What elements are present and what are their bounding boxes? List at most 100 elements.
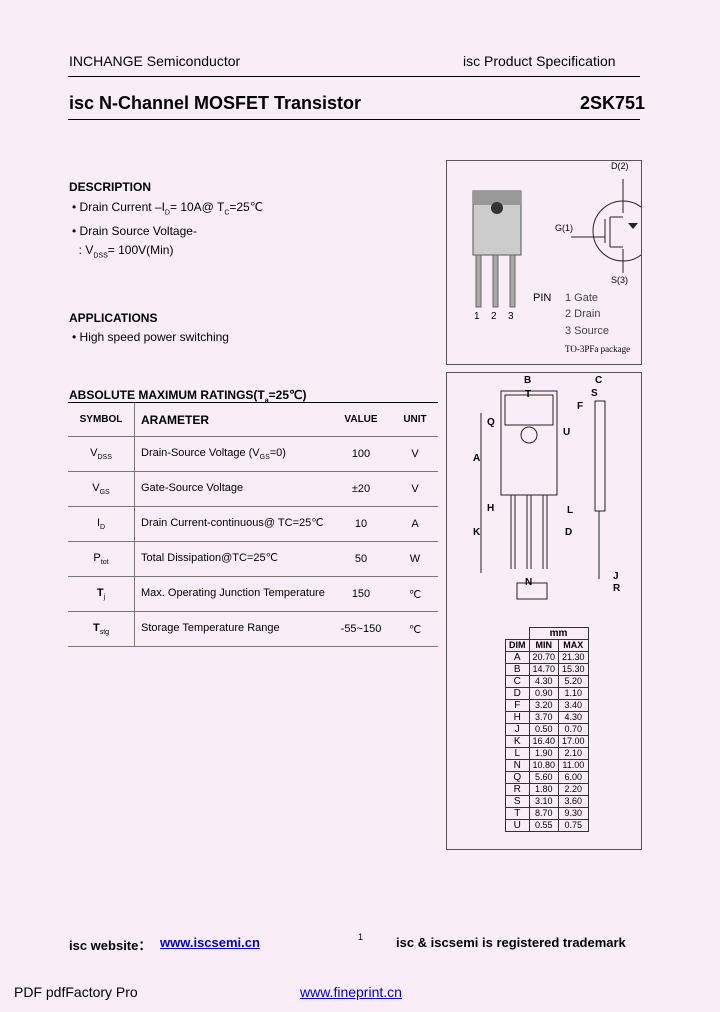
dim-cell: 3.40 xyxy=(558,699,589,712)
unit-cell: V xyxy=(392,471,438,507)
dim-cell: 1.90 xyxy=(528,747,560,760)
description-list: • Drain Current –ID= 10A@ TC=25℃ • Drain… xyxy=(72,200,264,260)
symbol-cell: Tj xyxy=(68,576,135,612)
dim-cell: 5.20 xyxy=(558,675,589,688)
dim-cell: N xyxy=(505,759,530,772)
dim-cell: 0.55 xyxy=(528,819,560,832)
ratings-heading: ABSOLUTE MAXIMUM RATINGS(Ta=25℃) xyxy=(69,388,307,405)
dim-cell: 3.10 xyxy=(528,795,560,808)
pinout-box: 1 2 3 D(2) G(1) S(3) PIN 1 Gate 2 Drain … xyxy=(446,160,654,365)
parameter-cell: Total Dissipation@TC=25℃ xyxy=(134,541,330,577)
table-row: Tstg Storage Temperature Range -55~150℃ xyxy=(68,611,438,647)
dim-cell: 4.30 xyxy=(528,675,560,688)
dim-cell: B xyxy=(505,663,530,676)
pdf-factory-label: PDF pdfFactory Pro xyxy=(14,984,138,1000)
dim-cell: T xyxy=(505,807,530,820)
dim-cell: 9.30 xyxy=(558,807,589,820)
company-name: INCHANGE Semiconductor xyxy=(69,53,241,69)
dim-cell: 0.50 xyxy=(528,723,560,736)
dim-cell: 1.80 xyxy=(528,783,560,796)
dim-cell: 21.30 xyxy=(558,651,589,664)
website-label: isc website： xyxy=(69,938,152,953)
parameter-cell: Drain-Source Voltage (VGS=0) xyxy=(134,436,330,472)
pin-label: PIN xyxy=(533,292,552,304)
value-cell: 100 xyxy=(330,436,392,472)
dim-cell: J xyxy=(505,723,530,736)
parameter-cell: Gate-Source Voltage xyxy=(134,471,330,507)
symbol-cell: Ptot xyxy=(68,541,135,577)
dim-cell: 5.60 xyxy=(528,771,560,784)
dim-cell: 8.70 xyxy=(528,807,560,820)
parameter-cell: Storage Temperature Range xyxy=(134,611,330,647)
unit-cell: ℃ xyxy=(392,576,438,612)
dim-cell: 3.70 xyxy=(528,711,560,724)
dim-cell: Q xyxy=(505,771,530,784)
package-outline-box: B T C S F Q U A H L K D N J R xyxy=(446,372,642,850)
trademark-note: isc & iscsemi is registered trademark xyxy=(396,935,626,950)
dim-cell: F xyxy=(505,699,530,712)
symbol-cell: ID xyxy=(68,506,135,542)
applications-heading: APPLICATIONS xyxy=(69,311,158,325)
fineprint-link[interactable]: www.fineprint.cn xyxy=(300,984,402,1000)
value-cell: -55~150 xyxy=(330,611,392,647)
parameter-cell: Drain Current-continuous@ TC=25℃ xyxy=(134,506,330,542)
spec-label: isc Product Specification xyxy=(463,53,616,69)
dim-cell: 6.00 xyxy=(558,771,589,784)
dim-cell: 17.00 xyxy=(558,735,589,748)
dim-cell: 14.70 xyxy=(528,663,560,676)
unit-cell: ℃ xyxy=(392,611,438,647)
package-outline-drawing xyxy=(480,390,606,600)
package-name: TO-3PFa package xyxy=(565,344,631,354)
dim-cell: 11.00 xyxy=(558,759,589,772)
page-number: 1 xyxy=(358,932,364,942)
value-cell: 10 xyxy=(330,506,392,542)
table-row: Tj Max. Operating Junction Temperature 1… xyxy=(68,576,438,612)
dim-cell: R xyxy=(505,783,530,796)
dim-cell: 0.75 xyxy=(558,819,589,832)
dim-cell: 20.70 xyxy=(528,651,560,664)
dim-cell: C xyxy=(505,675,530,688)
dim-cell: S xyxy=(505,795,530,808)
package-and-symbol-drawing xyxy=(472,179,654,308)
unit-cell: A xyxy=(392,506,438,542)
dim-cell: 1.10 xyxy=(558,687,589,700)
dim-cell: L xyxy=(505,747,530,760)
website-link[interactable]: www.iscsemi.cn xyxy=(160,935,260,950)
dim-cell: U xyxy=(505,819,530,832)
dim-cell: D xyxy=(505,687,530,700)
value-cell: 50 xyxy=(330,541,392,577)
dim-cell: 3.60 xyxy=(558,795,589,808)
application-item: • High speed power switching xyxy=(72,330,229,344)
dim-cell: 2.20 xyxy=(558,783,589,796)
dim-cell: 0.90 xyxy=(528,687,560,700)
page-title: isc N-Channel MOSFET Transistor xyxy=(69,93,362,113)
parameter-cell: Max. Operating Junction Temperature xyxy=(134,576,330,612)
dim-cell: 16.40 xyxy=(528,735,560,748)
symbol-cell: Tstg xyxy=(68,611,135,647)
value-cell: 150 xyxy=(330,576,392,612)
value-cell: ±20 xyxy=(330,471,392,507)
dim-cell: 0.70 xyxy=(558,723,589,736)
symbol-cell: VDSS xyxy=(68,436,135,472)
